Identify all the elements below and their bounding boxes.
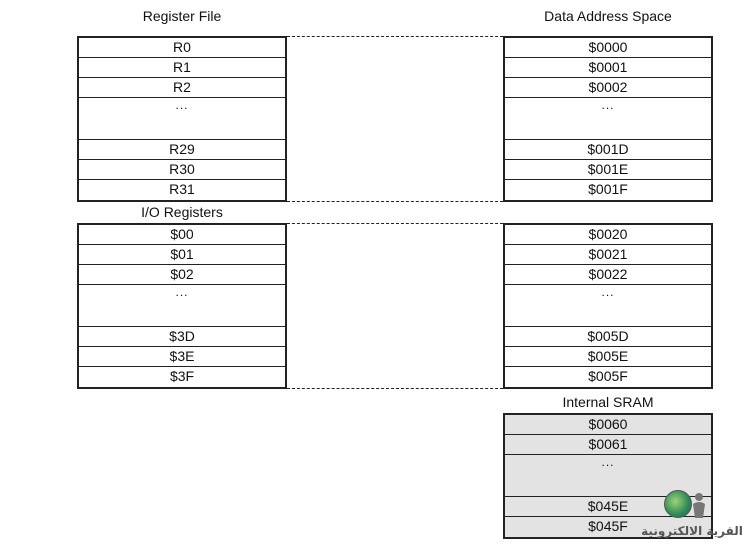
globe-icon xyxy=(664,490,692,518)
address-cell: $001F xyxy=(588,181,628,197)
address-cell: $045E xyxy=(505,497,711,517)
address-cell: $045F xyxy=(505,517,711,537)
address-ellipsis: ... xyxy=(505,98,711,140)
data-space-sram-block: $0060 $0061 ... $045E $045F xyxy=(503,413,713,539)
register-cell: R30 xyxy=(79,160,285,180)
register-ellipsis: ... xyxy=(79,98,285,140)
io-registers-block: $00 $01 $02 ... $3D $3E $3F xyxy=(77,223,287,389)
io-register-ellipsis: ... xyxy=(79,285,285,327)
address-cell: $0061 xyxy=(505,435,711,455)
io-register-cell: $3E xyxy=(79,347,285,367)
address-cell: $005F xyxy=(588,368,628,384)
address-cell: $0060 xyxy=(505,415,711,435)
data-address-space-heading: Data Address Space xyxy=(544,8,672,24)
register-cell: R0 xyxy=(79,38,285,58)
mapping-connector-line xyxy=(287,36,503,37)
person-icon xyxy=(693,493,705,518)
internal-sram-heading: Internal SRAM xyxy=(562,394,654,410)
register-cell: R2 xyxy=(79,78,285,98)
mapping-connector-line xyxy=(287,201,503,202)
register-cell: R31 xyxy=(169,181,195,197)
address-cell: $0022 xyxy=(505,265,711,285)
mapping-connector-line xyxy=(287,223,503,224)
watermark-logo: القرية الالكترونية xyxy=(640,488,744,554)
io-register-cell: $00 xyxy=(79,225,285,245)
address-cell: $0000 xyxy=(505,38,711,58)
register-cell: R29 xyxy=(79,140,285,160)
io-register-cell: $3D xyxy=(79,327,285,347)
io-register-cell: $02 xyxy=(79,265,285,285)
address-cell: $0021 xyxy=(505,245,711,265)
io-registers-heading: I/O Registers xyxy=(141,204,223,220)
data-space-io-block: $0020 $0021 $0022 ... $005D $005E $005F xyxy=(503,223,713,389)
register-file-block: R0 R1 R2 ... R29 R30 R31 xyxy=(77,36,287,202)
address-cell: $005D xyxy=(505,327,711,347)
watermark-text: القرية الالكترونية xyxy=(641,524,743,538)
register-file-heading: Register File xyxy=(142,8,222,24)
address-ellipsis: ... xyxy=(505,285,711,327)
mapping-connector-line xyxy=(287,388,503,389)
io-register-cell: $3F xyxy=(169,368,195,384)
address-cell: $0020 xyxy=(505,225,711,245)
address-cell: $005E xyxy=(505,347,711,367)
address-cell: $001E xyxy=(505,160,711,180)
address-cell: $001D xyxy=(505,140,711,160)
data-space-register-block: $0000 $0001 $0002 ... $001D $001E $001F xyxy=(503,36,713,202)
address-cell: $0001 xyxy=(505,58,711,78)
address-cell: $0002 xyxy=(505,78,711,98)
register-cell: R1 xyxy=(79,58,285,78)
io-register-cell: $01 xyxy=(79,245,285,265)
